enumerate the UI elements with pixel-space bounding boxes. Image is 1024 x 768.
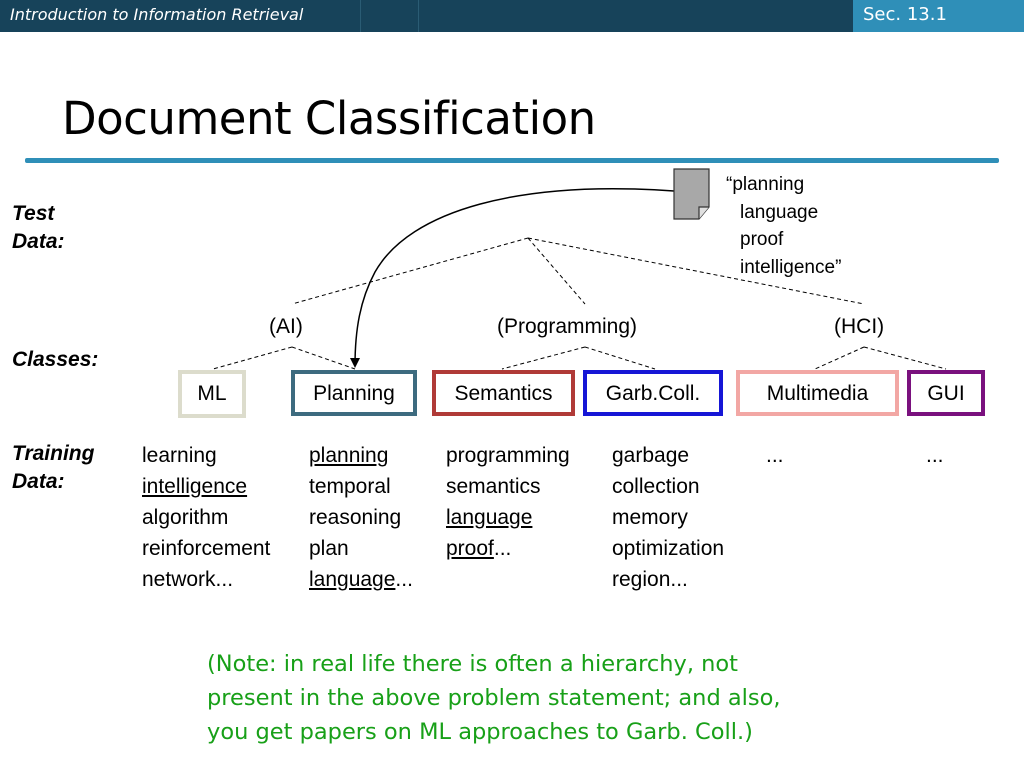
term-text: algorithm (142, 506, 229, 529)
underlined-term: proof (446, 537, 494, 560)
note-line: present in the above problem statement; … (207, 685, 781, 711)
hierarchy-lines (212, 237, 947, 370)
training-word: semantics (446, 471, 570, 502)
header-segment (362, 0, 419, 32)
training-word: reasoning (309, 502, 413, 533)
test-document-word: language (740, 201, 819, 223)
term-text: garbage (612, 444, 690, 467)
header-bar: Introduction to Information Retrieval Se… (0, 0, 1024, 32)
title-underline (25, 158, 999, 163)
edge-root-hci (527, 237, 865, 305)
training-word: network... (142, 564, 270, 595)
training-word: ... (766, 440, 784, 471)
term-text: semantics (446, 475, 541, 498)
training-words-multimedia: ... (766, 440, 784, 471)
training-words-garb-coll: garbage collection memory optimization regio… (612, 440, 724, 595)
term-text: ... (766, 444, 784, 467)
class-box-multimedia: Multimedia (736, 370, 899, 416)
section-badge: Sec. 13.1 (853, 0, 1024, 32)
training-words-planning: planning temporal reasoning plan language... (309, 440, 413, 595)
term-text: network... (142, 568, 234, 591)
test-data-label-line: Test (12, 202, 55, 225)
training-word: proof... (446, 533, 570, 564)
class-box-gui: GUI (907, 370, 985, 416)
underlined-term: intelligence (142, 475, 248, 498)
term-text: reasoning (309, 506, 402, 529)
training-word: ... (926, 440, 944, 471)
test-document-text: “planning language proof intelligence” (726, 171, 841, 281)
edge-ai-ml (212, 346, 293, 370)
edge-ai-planning (291, 346, 356, 370)
training-words-ml: learning intelligence algorithm reinforceme… (142, 440, 270, 595)
training-data-label: Training Data: (12, 440, 94, 496)
training-word: reinforcement (142, 533, 270, 564)
training-words-semantics: programming semantics language proof... (446, 440, 570, 564)
section-label: Sec. 13.1 (863, 4, 947, 25)
term-text: temporal (309, 475, 391, 498)
test-document-word: intelligence” (740, 256, 842, 278)
term-text: ... (395, 568, 413, 591)
underlined-term: language (446, 506, 533, 529)
term-text: learning (142, 444, 217, 467)
note-text: (Note: in real life there is often a hie… (207, 647, 1007, 749)
term-text: reinforcement (142, 537, 271, 560)
term-text: programming (446, 444, 570, 467)
training-word: collection (612, 471, 724, 502)
term-text: collection (612, 475, 700, 498)
training-data-label-line: Training (12, 442, 95, 465)
note-line: (Note: in real life there is often a hie… (207, 651, 739, 677)
training-words-gui: ... (926, 440, 944, 471)
training-word: optimization (612, 533, 724, 564)
classification-arrow (350, 188, 675, 368)
training-word: programming (446, 440, 570, 471)
term-text: optimization (612, 537, 725, 560)
training-word: temporal (309, 471, 413, 502)
training-word: language... (309, 564, 413, 595)
group-label-ai: (AI) (269, 315, 303, 338)
underlined-term: language (309, 568, 396, 591)
edge-hci-multimedia (814, 346, 865, 370)
training-data-label-line: Data: (12, 470, 65, 493)
course-title: Introduction to Information Retrieval (10, 5, 304, 24)
training-word: planning (309, 440, 413, 471)
test-data-label: Test Data: (12, 200, 65, 256)
group-label-hci: (HCI) (834, 315, 885, 338)
term-text: plan (309, 537, 349, 560)
class-box-garb-coll: Garb.Coll. (583, 370, 723, 416)
training-word: region... (612, 564, 724, 595)
note-line: you get papers on ML approaches to Garb.… (207, 719, 753, 745)
training-word: intelligence (142, 471, 270, 502)
training-word: memory (612, 502, 724, 533)
training-word: garbage (612, 440, 724, 471)
training-word: algorithm (142, 502, 270, 533)
slide-title: Document Classification (62, 92, 596, 145)
training-word: plan (309, 533, 413, 564)
test-data-label-line: Data: (12, 230, 65, 253)
term-text: ... (926, 444, 944, 467)
document-icon (673, 168, 710, 220)
classes-label: Classes: (12, 348, 99, 371)
class-box-planning: Planning (291, 370, 417, 416)
term-text: memory (612, 506, 688, 529)
test-document-word: “planning (726, 174, 805, 195)
term-text: region... (612, 568, 688, 591)
class-box-ml: ML (178, 370, 246, 418)
test-document-word: proof (740, 229, 784, 250)
edge-root-ai (291, 237, 529, 305)
underlined-term: planning (309, 444, 389, 467)
training-word: learning (142, 440, 270, 471)
edge-hci-gui (863, 346, 947, 370)
edge-programming-garbcoll (584, 346, 656, 370)
header-segment (420, 0, 853, 32)
training-word: language (446, 502, 570, 533)
term-text: ... (493, 537, 512, 560)
class-box-semantics: Semantics (432, 370, 575, 416)
group-label-programming: (Programming) (497, 315, 638, 338)
edge-programming-semantics (501, 346, 586, 370)
header-segment (0, 0, 361, 32)
edge-root-programming (527, 237, 586, 305)
